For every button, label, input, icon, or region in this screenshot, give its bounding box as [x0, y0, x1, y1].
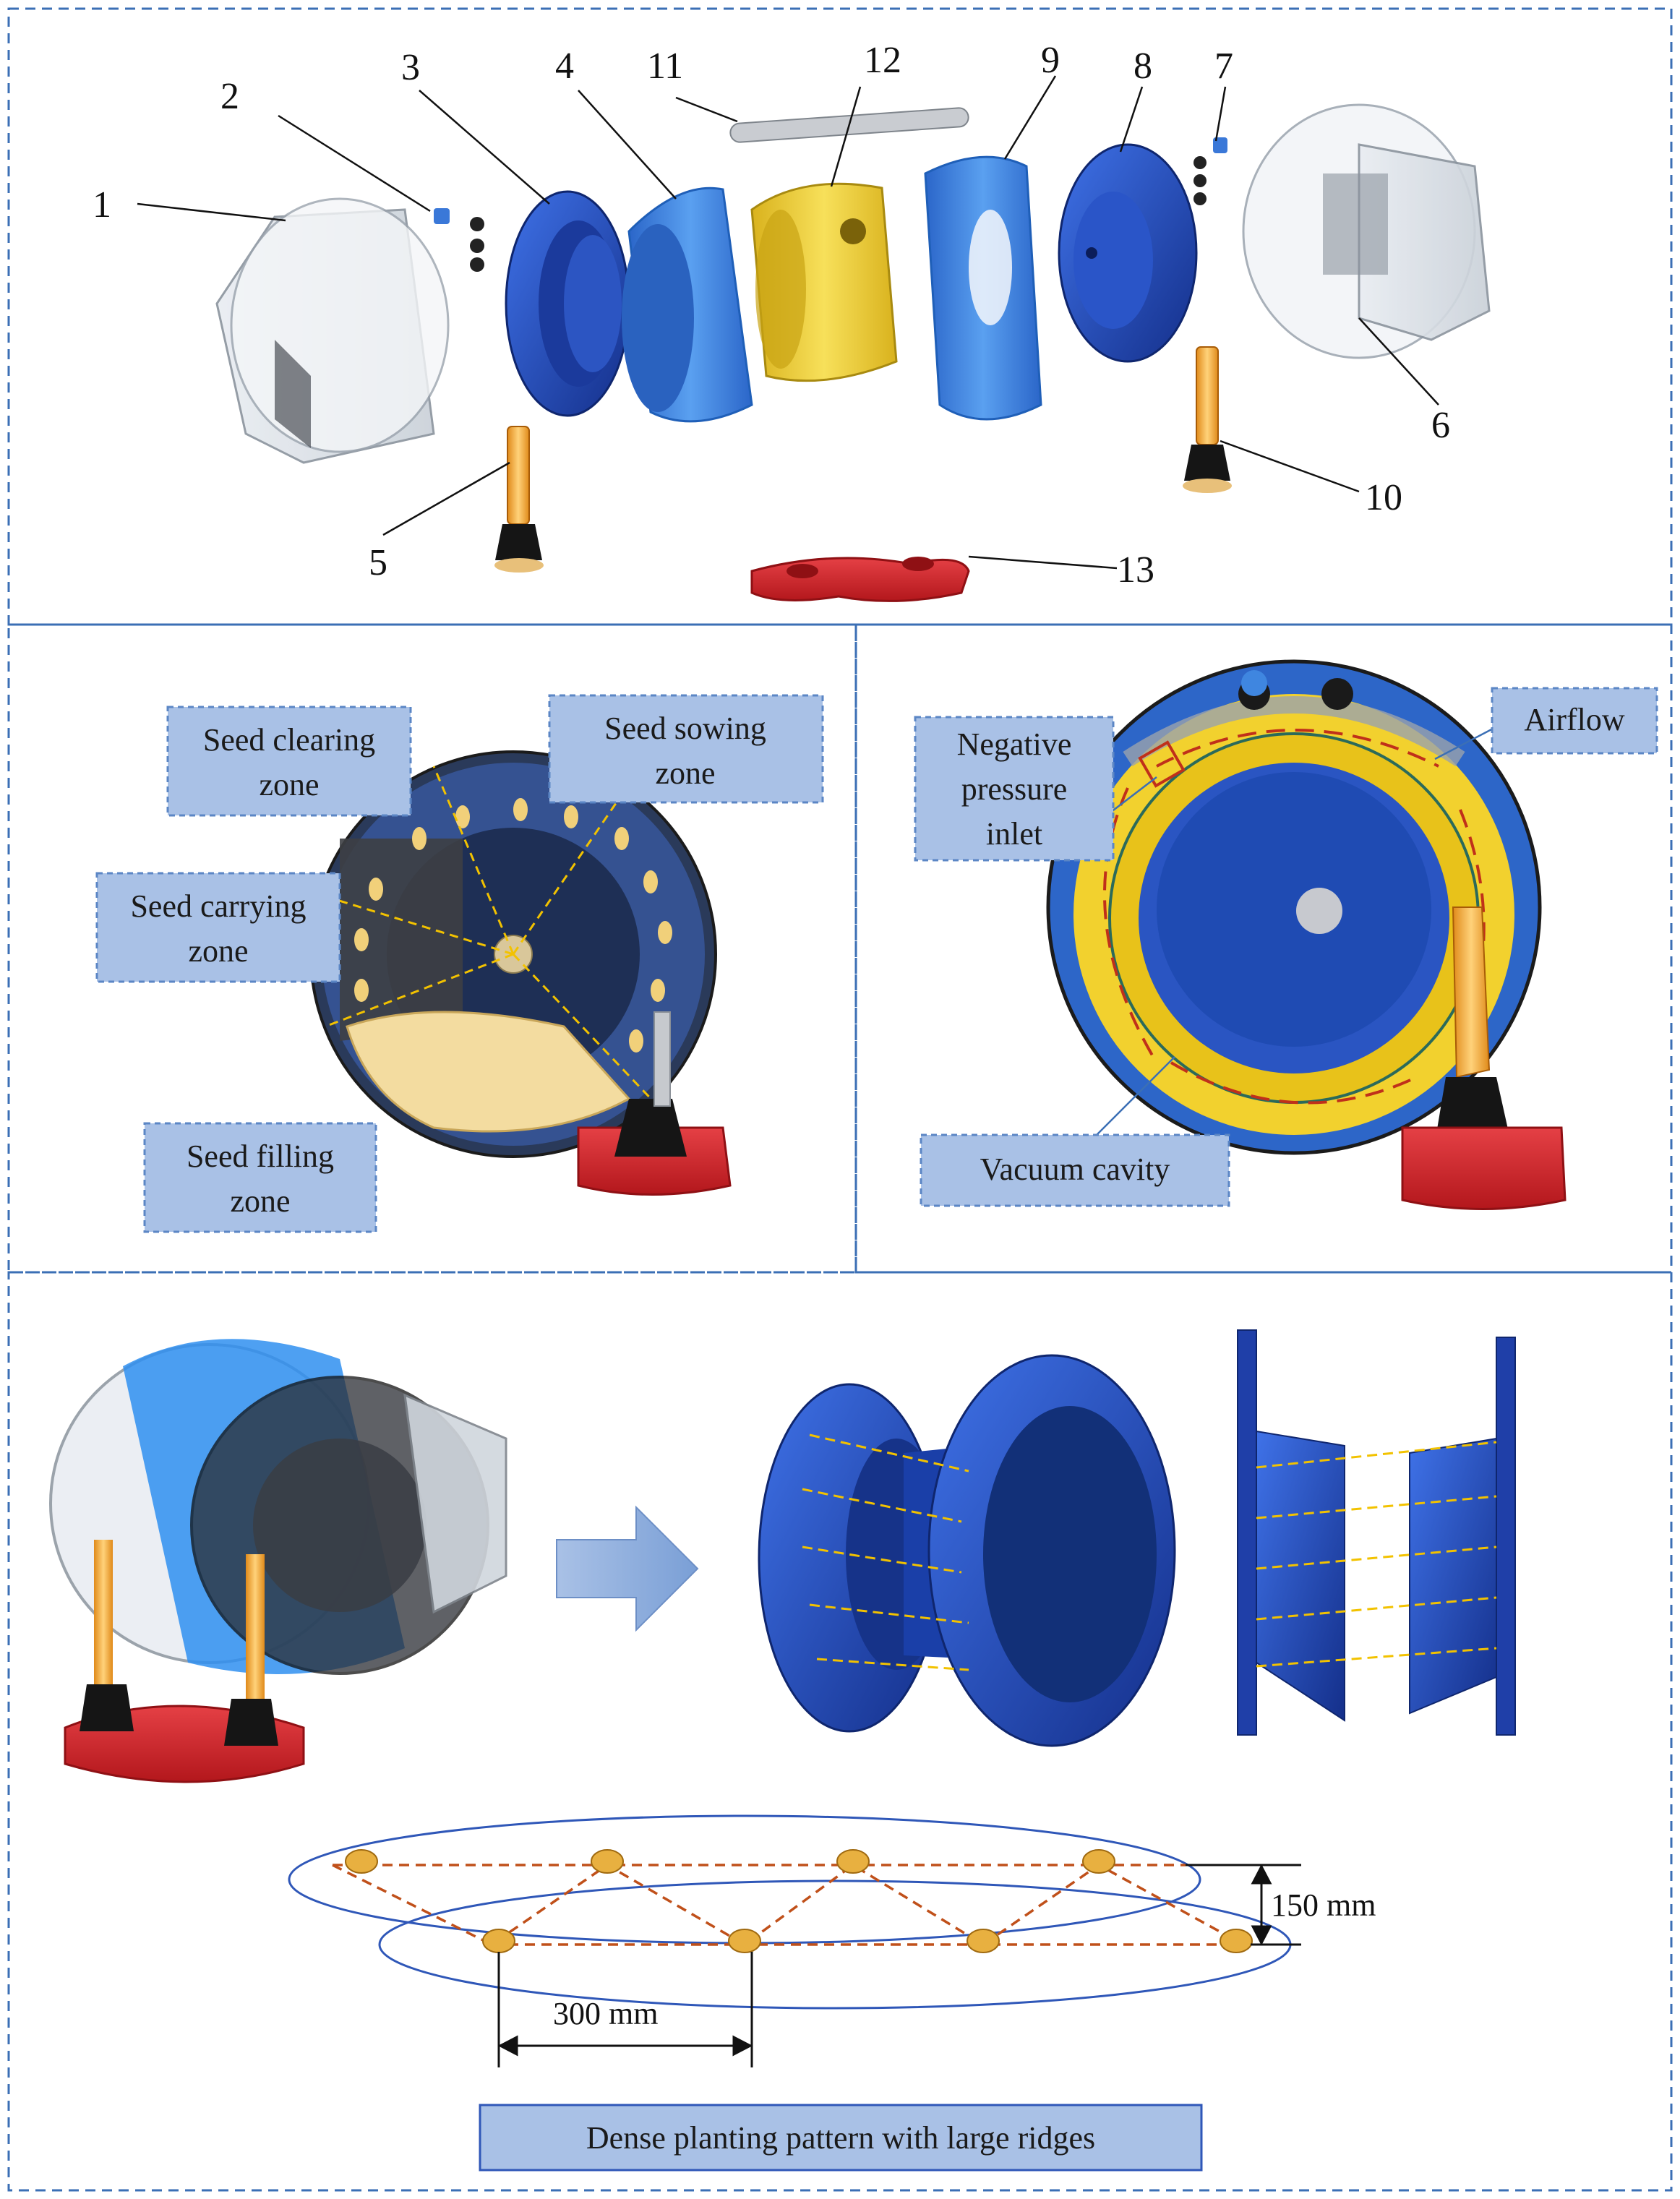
- seed-filling-line2: zone: [230, 1183, 290, 1219]
- seed-sowing-line1: Seed sowing: [604, 711, 766, 746]
- seed-clearing-line1: Seed clearing: [203, 722, 375, 758]
- label-seed-filling-zone: Seed filling zone: [143, 1122, 377, 1233]
- flange-disc-right: [1058, 143, 1198, 363]
- right-housing: [1242, 103, 1491, 359]
- part-label-3: 3: [401, 47, 420, 88]
- frame-bottom: [7, 1271, 1673, 2192]
- part-label-1: 1: [93, 184, 111, 226]
- seed-carrying-line1: Seed carrying: [130, 888, 306, 924]
- planting-pattern: 150 mm 300 mm: [288, 1814, 1376, 2067]
- part-label-8: 8: [1133, 46, 1152, 87]
- part-label-2: 2: [220, 76, 239, 117]
- airflow-labels: Negative pressure inlet Airflow Vacuum c…: [914, 687, 1658, 1207]
- npi-line1: Negative: [957, 726, 1072, 762]
- part-label-13: 13: [1117, 549, 1154, 591]
- label-airflow: Airflow: [1491, 687, 1658, 755]
- panel-frames: [7, 7, 1673, 2192]
- small-fitting-right: [1193, 137, 1227, 205]
- disc-side-view: [1237, 1329, 1516, 1736]
- ring-right: [924, 155, 1042, 421]
- leader-lines: [137, 75, 1439, 570]
- part-number-labels: 1 2 3 4 5 6 7 8 9 10 11 12 13: [93, 40, 1450, 591]
- part-label-12: 12: [864, 40, 901, 81]
- seed-clearing-line2: zone: [259, 767, 319, 802]
- label-seed-clearing-zone: Seed clearing zone: [166, 706, 412, 817]
- seed-carrying-line2: zone: [188, 933, 248, 969]
- part-label-9: 9: [1041, 40, 1060, 81]
- disc-perspective-view: [758, 1354, 1176, 1747]
- part-label-7: 7: [1214, 46, 1233, 87]
- part-label-11: 11: [647, 46, 683, 87]
- part-label-4: 4: [555, 46, 574, 87]
- flange-disc-left: [505, 190, 630, 417]
- part-label-5: 5: [369, 542, 387, 583]
- vacuum-cavity-text: Vacuum cavity: [980, 1152, 1170, 1187]
- exploded-view: 1 2 3 4 5 6 7 8 9 10 11 12 13: [93, 40, 1491, 602]
- label-seed-carrying-zone: Seed carrying zone: [95, 872, 341, 983]
- plant-spacing-label: 300 mm: [553, 1996, 658, 2031]
- part-label-10: 10: [1365, 477, 1402, 518]
- label-seed-sowing-zone: Seed sowing zone: [548, 694, 824, 804]
- airflow-text: Airflow: [1524, 702, 1625, 737]
- zones-diagram: [286, 750, 732, 1196]
- part-label-6: 6: [1431, 405, 1450, 446]
- transform-arrow: [556, 1505, 699, 1632]
- label-negative-pressure-inlet: Negative pressure inlet: [914, 716, 1115, 862]
- airflow-diagram: [1046, 659, 1567, 1210]
- yellow-sleeve: [750, 182, 898, 382]
- tube-right: [1183, 346, 1232, 493]
- zone-labels: Seed clearing zone Seed sowing zone Seed…: [95, 694, 824, 1233]
- ring-left: [622, 187, 753, 423]
- red-base: [750, 557, 970, 602]
- left-housing: [215, 197, 450, 464]
- small-fitting-left: [434, 208, 484, 272]
- seed-filling-line1: Seed filling: [187, 1139, 334, 1174]
- caption-text: Dense planting pattern with large ridges: [586, 2120, 1095, 2156]
- npi-line2: pressure: [961, 771, 1068, 807]
- row-spacing-label: 150 mm: [1271, 1887, 1376, 1923]
- seed-sowing-line2: zone: [655, 755, 715, 791]
- npi-line3: inlet: [986, 816, 1042, 852]
- caption-box: Dense planting pattern with large ridges: [479, 2104, 1203, 2172]
- label-vacuum-cavity: Vacuum cavity: [920, 1133, 1230, 1207]
- assembled-metering-device: [49, 1339, 507, 1783]
- tube-left: [494, 426, 544, 573]
